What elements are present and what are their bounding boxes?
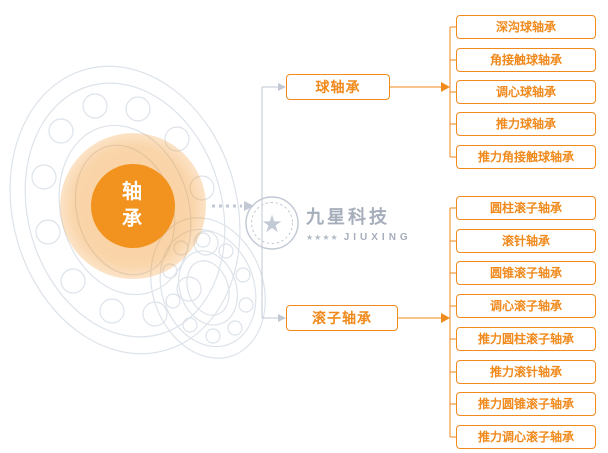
small-bearing-balls: [162, 232, 254, 344]
branch-ball-bearings: 球轴承: [286, 74, 390, 100]
root-node-bearing: 轴 承: [91, 164, 175, 248]
logo-star-glyph: ★: [261, 211, 283, 238]
roller-group-arrowhead-icon: [441, 313, 450, 323]
leaf-node-ball-3: 推力球轴承: [456, 112, 596, 136]
branch-top-arrowhead-icon: [278, 83, 286, 91]
leaf-node-roller-0: 圆柱滚子轴承: [456, 196, 596, 220]
leaf-node-roller-4: 推力圆柱滚子轴承: [456, 327, 596, 351]
watermark-company-name: 九星科技: [306, 207, 390, 227]
leaf-node-roller-5: 推力滚针轴承: [456, 360, 596, 384]
watermark: ★ 九星科技 ★★★★ JIUXING: [244, 195, 412, 251]
leaf-node-ball-1: 角接触球轴承: [456, 48, 596, 72]
leaf-node-ball-0: 深沟球轴承: [456, 15, 596, 39]
leaf-node-roller-2: 圆锥滚子轴承: [456, 261, 596, 285]
watermark-stars: ★★★★: [306, 233, 339, 242]
center-arrowhead-icon: [244, 201, 254, 211]
branch-bottom-arrowhead-icon: [278, 314, 286, 322]
branch-roller-bearings: 滚子轴承: [286, 305, 398, 331]
leaf-node-roller-3: 调心滚子轴承: [456, 294, 596, 318]
leaf-node-ball-2: 调心球轴承: [456, 80, 596, 104]
leaf-node-roller-1: 滚针轴承: [456, 229, 596, 253]
leaf-node-roller-6: 推力圆锥滚子轴承: [456, 392, 596, 416]
jiuxing-logo-icon: ★: [245, 196, 299, 250]
ball-group-arrowhead-icon: [441, 82, 450, 92]
leaf-node-roller-7: 推力调心滚子轴承: [456, 425, 596, 449]
watermark-latin-name: JIUXING: [343, 232, 412, 243]
leaf-node-ball-4: 推力角接触球轴承: [456, 145, 596, 169]
